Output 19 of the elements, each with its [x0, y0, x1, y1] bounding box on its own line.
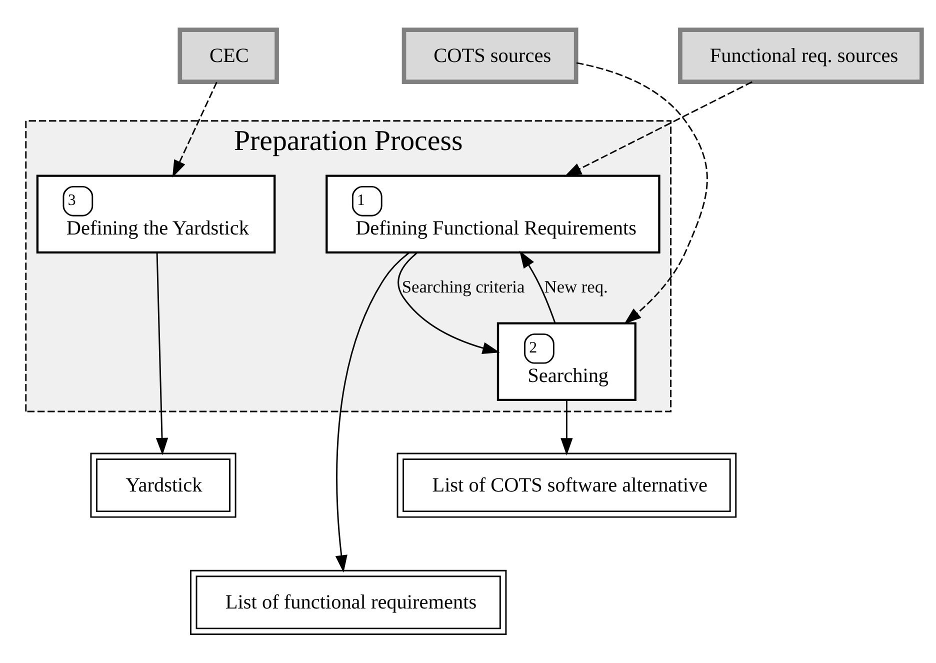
- node-box: CEC: [178, 27, 279, 84]
- arrow: [398, 252, 500, 354]
- arrow: [172, 81, 218, 178]
- edge-label: New req.: [544, 276, 608, 296]
- arrow: [576, 62, 708, 324]
- arrow: [156, 252, 168, 455]
- node-box: List of functional requirements: [190, 569, 507, 634]
- node-box: Functional req. sources: [678, 27, 924, 84]
- node-box: 3 Defining the Yardstick: [36, 174, 276, 254]
- arrow: [564, 80, 752, 176]
- node-box: 1 Defining Functional Requirements: [326, 174, 660, 254]
- node-box: List of COTS software alternative: [396, 452, 737, 518]
- node-box: 2 Searching: [496, 322, 636, 401]
- node-box: Yardstick: [90, 452, 236, 518]
- edge-label: Searching criteria: [402, 276, 525, 296]
- node-box: COTS sources: [402, 27, 578, 84]
- arrow: [520, 250, 556, 323]
- arrow: [335, 251, 410, 572]
- arrow: [560, 399, 573, 455]
